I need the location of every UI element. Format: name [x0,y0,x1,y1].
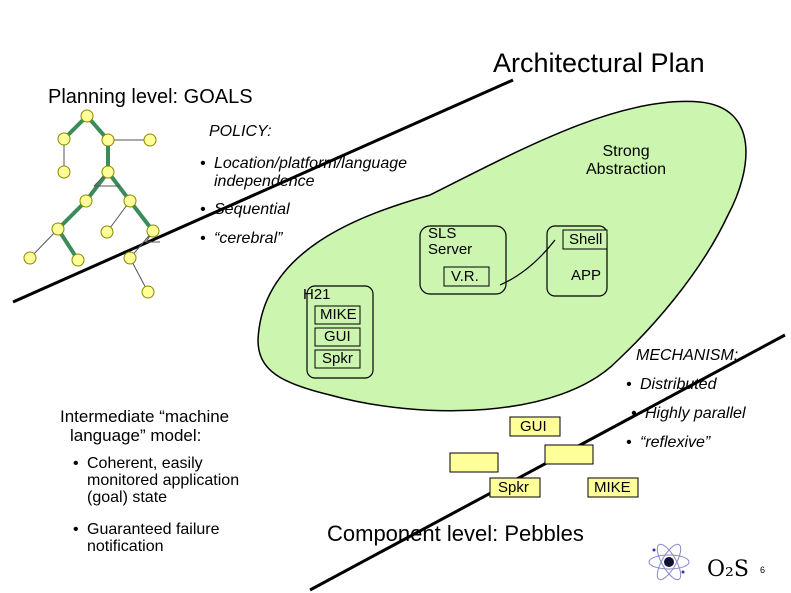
vr-box [443,266,490,287]
shell-app-frame [546,225,608,297]
spkr-bottom-label: Spkr [498,479,529,496]
shell-label: Shell [569,231,603,248]
policy-item: •Sequential [200,201,290,218]
pebble-spkr [489,477,541,498]
shell-box [562,229,608,250]
atom-icon [648,543,690,581]
gui-bottom-label: GUI [520,418,547,435]
sls-vr-frame [419,225,507,295]
gui-top-box [314,327,361,347]
abstraction-region [257,100,747,412]
spkr-top-label: Spkr [322,350,353,367]
pebble-mike [587,477,639,498]
vr-label: V.R. [451,268,479,285]
intermediate-model-heading: Intermediate “machine language” model: [60,407,230,445]
mechanism-item: •Distributed [626,376,717,393]
app-label: APP [571,267,602,284]
intermediate-item: •Guaranteed failure notification [73,521,220,555]
o2s-logo-text: O₂S [707,557,749,582]
intermediate-item: •Coherent, easily monitored application … [73,455,240,506]
slide-title: Architectural Plan [493,48,705,78]
pebble-blank-left [449,452,499,473]
mechanism-item: •Highly parallel [631,405,746,422]
policy-item: •“cerebral” [200,230,283,247]
policy-heading: POLICY: [209,123,272,140]
mike-top-label: MIKE [320,306,357,323]
spkr-top-box [314,349,361,369]
planning-level-label: Planning level: GOALS [48,86,253,108]
goal-tree-nodes [23,109,160,299]
mike-bottom-label: MIKE [594,479,631,496]
h21-frame [306,285,374,379]
mechanism-item: •“reflexive” [626,434,711,451]
planning-divider-line [12,78,514,304]
mike-top-box [314,305,361,325]
gui-top-label: GUI [324,328,351,345]
pebble-blank-right [544,444,594,465]
component-level-label: Component level: Pebbles [327,521,584,546]
pebble-gui [509,416,561,437]
h21-label: H21 [303,286,331,303]
page-number: 6 [760,565,766,575]
mechanism-heading: MECHANISM: [636,347,739,364]
